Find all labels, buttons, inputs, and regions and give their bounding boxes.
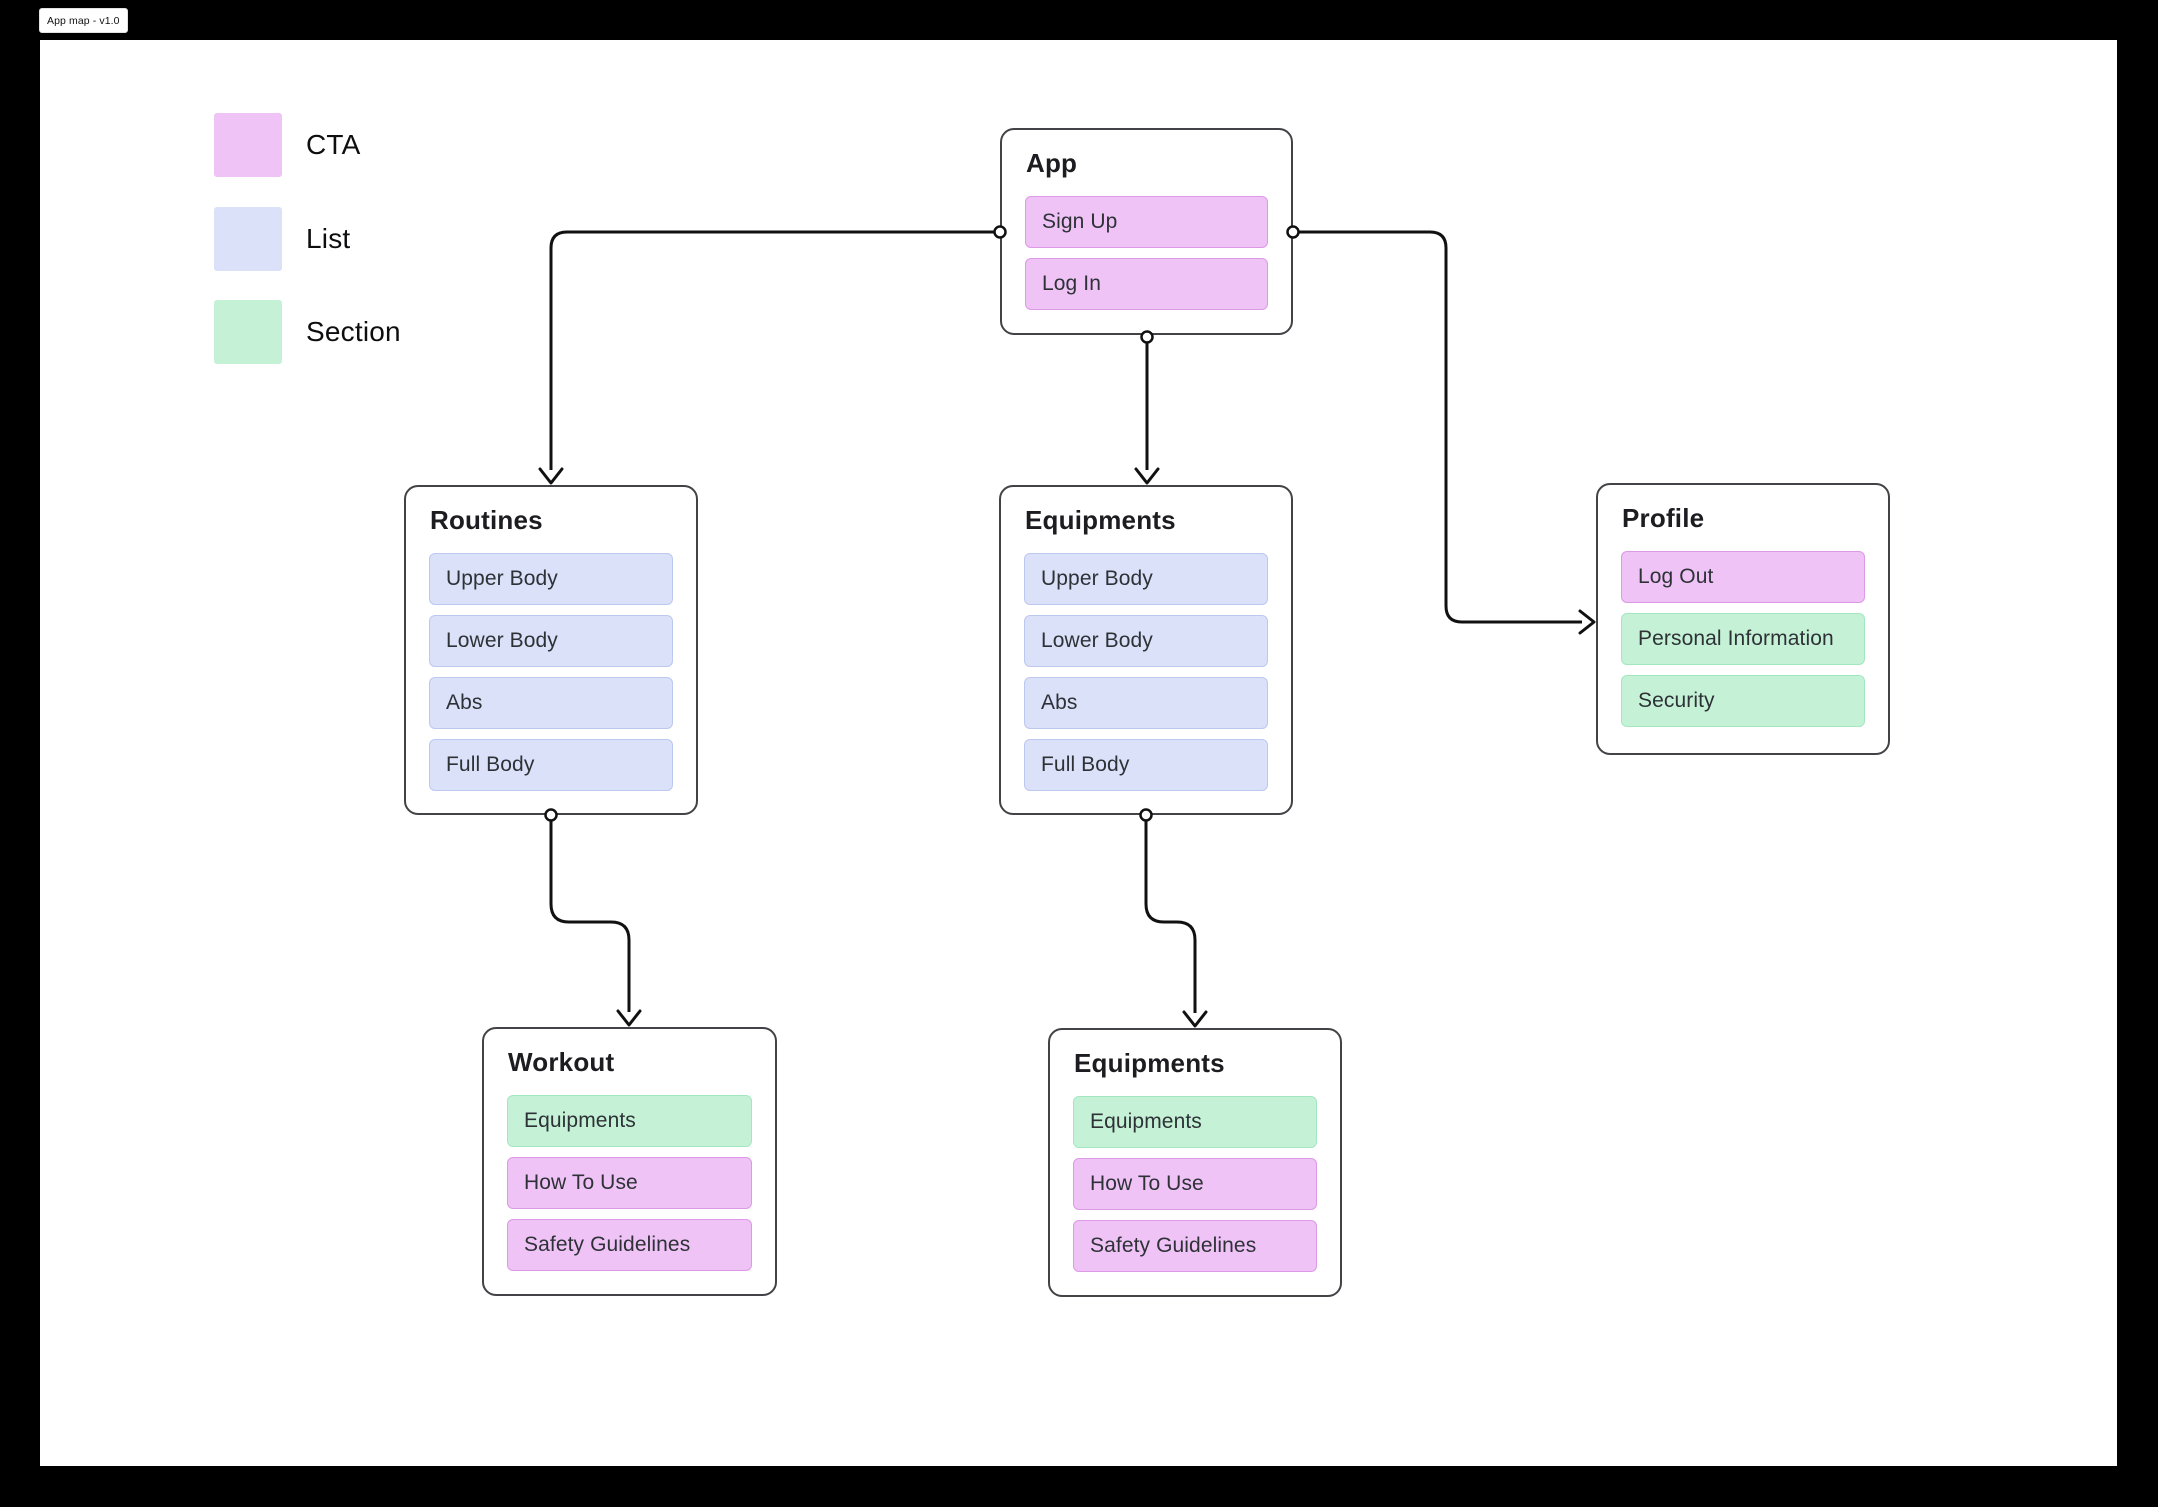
node-item-abs[interactable]: Abs <box>1024 676 1268 729</box>
node-item-sign-up[interactable]: Sign Up <box>1025 195 1268 248</box>
node-title: Equipments <box>1025 505 1176 535</box>
node-equipments-detail[interactable]: Equipments Equipments How To Use Safety … <box>1048 1028 1342 1297</box>
node-item-how-to-use[interactable]: How To Use <box>1073 1157 1317 1210</box>
node-item-safety-guidelines[interactable]: Safety Guidelines <box>507 1218 752 1271</box>
node-item-log-in[interactable]: Log In <box>1025 257 1268 310</box>
node-item-lower-body[interactable]: Lower Body <box>429 614 673 667</box>
node-title: Workout <box>508 1047 615 1077</box>
legend-label: CTA <box>306 129 361 160</box>
legend-label: Section <box>306 316 401 347</box>
node-title: App <box>1026 148 1078 178</box>
node-item-full-body[interactable]: Full Body <box>1024 738 1268 791</box>
legend-row-cta[interactable]: CTA <box>214 113 361 177</box>
node-item-full-body[interactable]: Full Body <box>429 738 673 791</box>
node-item-security[interactable]: Security <box>1621 674 1865 727</box>
frame-title-tab[interactable]: App map - v1.0 <box>39 8 128 33</box>
legend-swatch-cta[interactable] <box>214 113 282 177</box>
node-workout[interactable]: Workout Equipments How To Use Safety Gui… <box>482 1027 777 1296</box>
node-title: Profile <box>1622 503 1705 533</box>
legend-row-list[interactable]: List <box>214 207 350 271</box>
legend-swatch-section[interactable] <box>214 300 282 364</box>
node-item-equipments[interactable]: Equipments <box>1073 1095 1317 1148</box>
node-item-how-to-use[interactable]: How To Use <box>507 1156 752 1209</box>
legend-row-section[interactable]: Section <box>214 300 401 364</box>
node-profile[interactable]: Profile Log Out Personal Information Sec… <box>1596 483 1890 755</box>
node-item-personal-information[interactable]: Personal Information <box>1621 612 1865 665</box>
node-item-log-out[interactable]: Log Out <box>1621 550 1865 603</box>
node-item-upper-body[interactable]: Upper Body <box>1024 552 1268 605</box>
node-title: Routines <box>430 505 543 535</box>
legend-swatch-list[interactable] <box>214 207 282 271</box>
node-item-lower-body[interactable]: Lower Body <box>1024 614 1268 667</box>
node-item-abs[interactable]: Abs <box>429 676 673 729</box>
legend-label: List <box>306 223 351 254</box>
node-app[interactable]: App Sign Up Log In <box>1000 128 1293 335</box>
node-item-equipments[interactable]: Equipments <box>507 1094 752 1147</box>
node-item-safety-guidelines[interactable]: Safety Guidelines <box>1073 1219 1317 1272</box>
node-title: Equipments <box>1074 1048 1225 1078</box>
node-item-upper-body[interactable]: Upper Body <box>429 552 673 605</box>
node-routines[interactable]: Routines Upper Body Lower Body Abs Full … <box>404 485 698 815</box>
node-equipments[interactable]: Equipments Upper Body Lower Body Abs Ful… <box>999 485 1293 815</box>
